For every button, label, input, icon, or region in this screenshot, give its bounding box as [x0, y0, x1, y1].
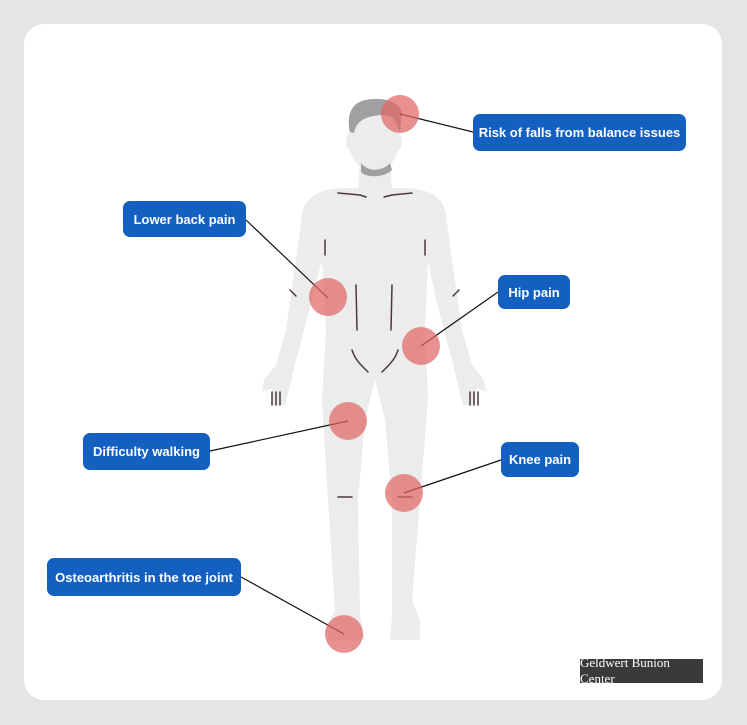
chin-shadow: [361, 163, 392, 177]
marker-hip: [402, 327, 440, 365]
marker-knee: [385, 474, 423, 512]
marker-thigh: [329, 402, 367, 440]
label-balance-falls: Risk of falls from balance issues: [473, 114, 686, 151]
body-silhouette: [262, 104, 486, 640]
marker-lower-back: [309, 278, 347, 316]
marker-head: [381, 95, 419, 133]
label-hip-pain: Hip pain: [498, 275, 570, 309]
label-difficulty-walking: Difficulty walking: [83, 433, 210, 470]
watermark: Geldwert Bunion Center: [580, 655, 703, 686]
label-lower-back-pain: Lower back pain: [123, 201, 246, 237]
label-knee-pain: Knee pain: [501, 442, 579, 477]
label-toe-osteoarthritis: Osteoarthritis in the toe joint: [47, 558, 241, 596]
marker-toe: [325, 615, 363, 653]
